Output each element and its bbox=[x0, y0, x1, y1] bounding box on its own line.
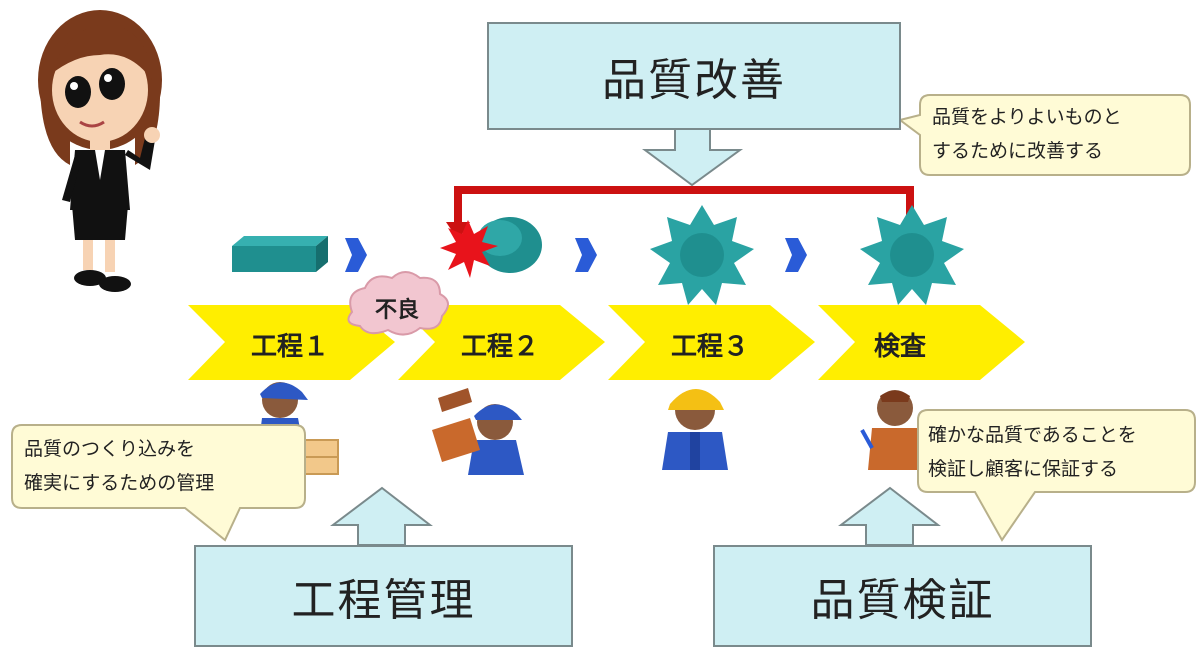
flow-arrow-2 bbox=[575, 238, 597, 272]
callout-improvement-line-1: 品質をよりよいものと bbox=[932, 106, 1122, 128]
improvement-box: 品質改善 bbox=[487, 22, 901, 130]
worker-2-icon bbox=[432, 388, 524, 475]
stage-arrows bbox=[188, 305, 1025, 380]
stage-arrow-1 bbox=[188, 305, 395, 380]
part-block bbox=[232, 236, 328, 272]
part-gear-4 bbox=[860, 205, 964, 305]
stage-arrow-3 bbox=[608, 305, 815, 380]
woman-illustration bbox=[38, 10, 162, 292]
stage-label-2: 工程２ bbox=[460, 332, 539, 362]
improvement-title: 品質改善 bbox=[602, 55, 786, 106]
callout-process-text: 品質のつくり込みを 確実にするための管理 bbox=[24, 432, 214, 500]
stage-label-1: 工程１ bbox=[250, 332, 329, 362]
flow-arrow-3 bbox=[785, 238, 807, 272]
stage-label-4: 検査 bbox=[873, 332, 926, 362]
part-disc bbox=[478, 217, 542, 273]
process-control-up-arrow bbox=[330, 486, 433, 546]
process-control-title: 工程管理 bbox=[291, 575, 476, 626]
callout-process-line-1: 品質のつくり込みを bbox=[24, 438, 196, 460]
callout-process-bubble bbox=[11, 424, 306, 542]
defect-label: 不良 bbox=[374, 298, 419, 323]
defect-cloud bbox=[347, 271, 449, 336]
callout-improvement-bubble bbox=[897, 94, 1191, 176]
verification-box: 品質検証 bbox=[713, 545, 1092, 647]
callout-process-line-2: 確実にするための管理 bbox=[24, 472, 215, 494]
part-gear-3 bbox=[650, 205, 754, 305]
feedback-line bbox=[454, 186, 914, 225]
callout-verification-line-2: 検証し顧客に保証する bbox=[928, 458, 1119, 480]
stage-arrow-4 bbox=[818, 305, 1025, 380]
process-control-box: 工程管理 bbox=[194, 545, 573, 647]
flow-arrows bbox=[345, 238, 807, 272]
improvement-down-arrow bbox=[641, 127, 744, 187]
worker-3-icon bbox=[662, 388, 728, 470]
callout-verification-bubble bbox=[917, 409, 1196, 542]
stage-arrow-2 bbox=[398, 305, 605, 380]
callout-verification-text: 確かな品質であることを 検証し顧客に保証する bbox=[928, 418, 1137, 486]
stage-label-3: 工程３ bbox=[670, 332, 749, 362]
verification-title: 品質検証 bbox=[810, 575, 995, 626]
inspector-icon bbox=[860, 390, 922, 470]
callout-improvement-line-2: するために改善する bbox=[932, 140, 1104, 162]
callout-verification-line-1: 確かな品質であることを bbox=[928, 424, 1137, 446]
verification-up-arrow bbox=[838, 486, 941, 546]
feedback-arrowhead bbox=[446, 222, 470, 240]
defect-burst-icon bbox=[440, 220, 498, 278]
flow-arrow-1 bbox=[345, 238, 367, 272]
callout-improvement-text: 品質をよりよいものと するために改善する bbox=[932, 100, 1122, 168]
